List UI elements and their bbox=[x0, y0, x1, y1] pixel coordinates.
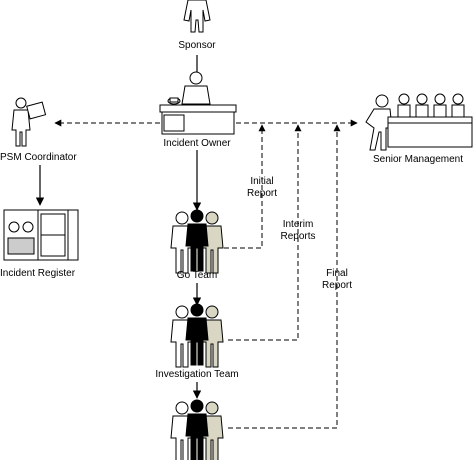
incident-owner-desk-icon bbox=[159, 71, 237, 135]
psm-coordinator-label: PSM Coordinator bbox=[0, 152, 77, 163]
sponsor-label: Sponsor bbox=[178, 40, 216, 51]
initial-report-label-line2: Report bbox=[247, 188, 277, 199]
senior-management-board-icon bbox=[365, 93, 473, 151]
senior-management-label: Senior Management bbox=[373, 154, 463, 165]
go-team-group-icon bbox=[170, 209, 224, 274]
interim-report-label-line2: Reports bbox=[280, 231, 315, 242]
initial-report-line bbox=[224, 124, 266, 249]
final-report-label-line2: Report bbox=[322, 280, 352, 291]
incident-owner-label: Incident Owner bbox=[163, 138, 231, 149]
final-report-line bbox=[228, 124, 341, 429]
initial-report-label-line1: Initial bbox=[250, 176, 273, 187]
investigation-team-group-icon bbox=[170, 303, 224, 368]
investigation-team-label: Investigation Team bbox=[155, 369, 238, 380]
incident-register-cabinet-icon bbox=[3, 209, 79, 261]
final-report-label-line1: Final bbox=[326, 268, 348, 279]
go-team-label: Go Team bbox=[177, 270, 217, 281]
final-team-group-icon bbox=[170, 399, 224, 460]
incident-register-label: Incident Register bbox=[0, 268, 76, 279]
sponsor-figure-icon bbox=[183, 0, 211, 33]
interim-report-label-line1: Interim bbox=[283, 219, 314, 230]
psm-coordinator-figure-icon bbox=[11, 97, 47, 147]
